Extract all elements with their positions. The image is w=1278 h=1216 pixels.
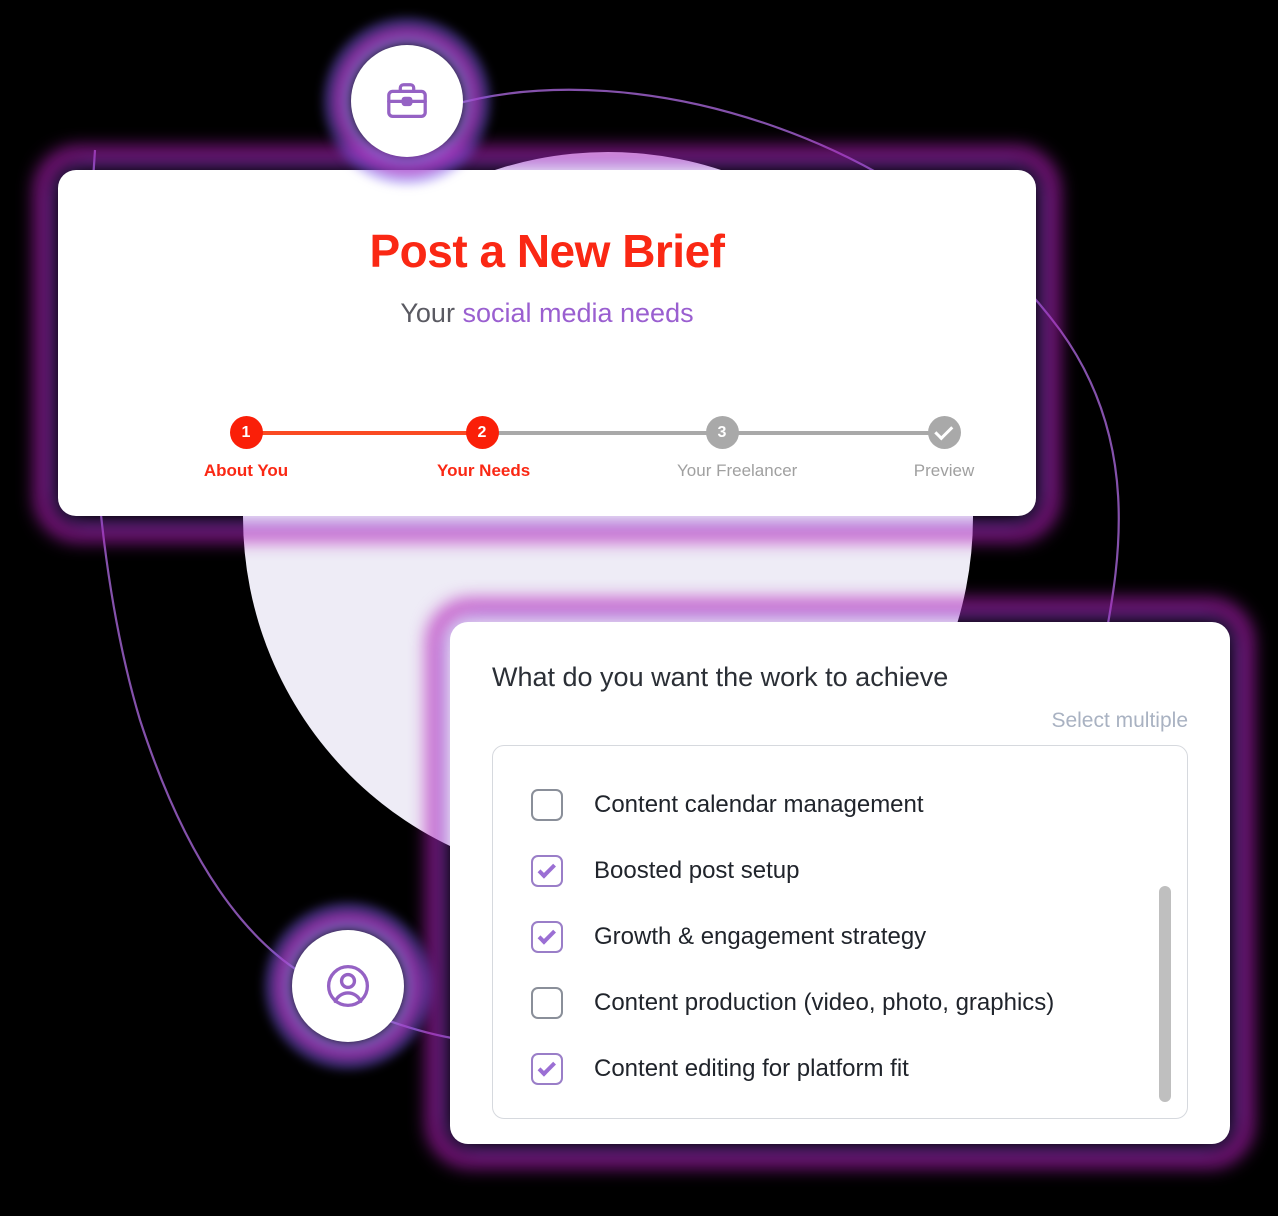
options-list: Content calendar management Boosted post… (492, 745, 1188, 1119)
stepper-label-2: Your Needs (437, 461, 531, 480)
subtitle-prefix: Your (400, 298, 463, 328)
stepper-step-your-needs[interactable]: 2 Your Needs (437, 408, 531, 481)
stepper-number-1: 1 (241, 423, 251, 441)
page-title: Post a New Brief (369, 225, 726, 277)
checkbox-checked-icon[interactable] (531, 921, 563, 953)
progress-stepper: 1 About You 2 Your Needs 3 Your Freelanc… (180, 408, 1010, 498)
needs-card-glow (414, 586, 1266, 1180)
subtitle-accent: social media needs (462, 298, 694, 328)
list-item[interactable]: Growth & engagement strategy (531, 904, 1187, 970)
briefcase-icon (387, 83, 427, 118)
option-label: Content calendar management (594, 791, 924, 818)
option-label: Content editing for platform fit (594, 1055, 909, 1082)
needs-question: What do you want the work to achieve (492, 662, 949, 692)
check-icon (933, 420, 953, 440)
stepper-track-1-2 (246, 431, 482, 435)
checkbox-checked-icon[interactable] (531, 1053, 563, 1085)
checkbox-unchecked-icon[interactable] (531, 789, 563, 821)
stepper-label-3: Your Freelancer (677, 461, 798, 480)
stepper-number-3: 3 (717, 423, 727, 441)
option-label: Content production (video, photo, graphi… (594, 989, 1055, 1016)
stepper-step-preview[interactable]: Preview (899, 408, 989, 481)
stepper-dot-4[interactable] (927, 416, 961, 449)
stepper-dot-2[interactable]: 2 (465, 416, 499, 449)
select-multiple-hint: Select multiple (1051, 709, 1188, 732)
user-avatar-icon (326, 964, 370, 1008)
option-label: Growth & engagement strategy (594, 923, 927, 950)
stepper-step-about-you[interactable]: 1 About You (201, 408, 291, 481)
checkbox-checked-icon[interactable] (531, 855, 563, 887)
option-label: Boosted post setup (594, 857, 800, 884)
checkbox-unchecked-icon[interactable] (531, 987, 563, 1019)
stepper-step-your-freelancer[interactable]: 3 Your Freelancer (677, 408, 798, 481)
options-scrollbar-thumb[interactable] (1159, 886, 1171, 1102)
briefcase-badge[interactable] (351, 45, 463, 157)
brief-header-card: Post a New Brief Your social media needs… (58, 170, 1036, 516)
stepper-label-4: Preview (913, 461, 975, 480)
stepper-dot-1[interactable]: 1 (229, 416, 263, 449)
stepper-label-1: About You (203, 461, 289, 480)
list-item[interactable]: Content production (video, photo, graphi… (531, 970, 1187, 1036)
top-card-glow (22, 134, 1072, 554)
page-subtitle: Your social media needs (58, 298, 1036, 329)
stepper-number-2: 2 (477, 423, 487, 441)
needs-panel-card: What do you want the work to achieve Sel… (450, 622, 1230, 1144)
list-item[interactable]: Content calendar management (531, 772, 1187, 838)
stepper-dot-3[interactable]: 3 (705, 416, 739, 449)
list-item[interactable]: Boosted post setup (531, 838, 1187, 904)
list-item[interactable]: Content editing for platform fit (531, 1036, 1187, 1102)
user-badge[interactable] (292, 930, 404, 1042)
